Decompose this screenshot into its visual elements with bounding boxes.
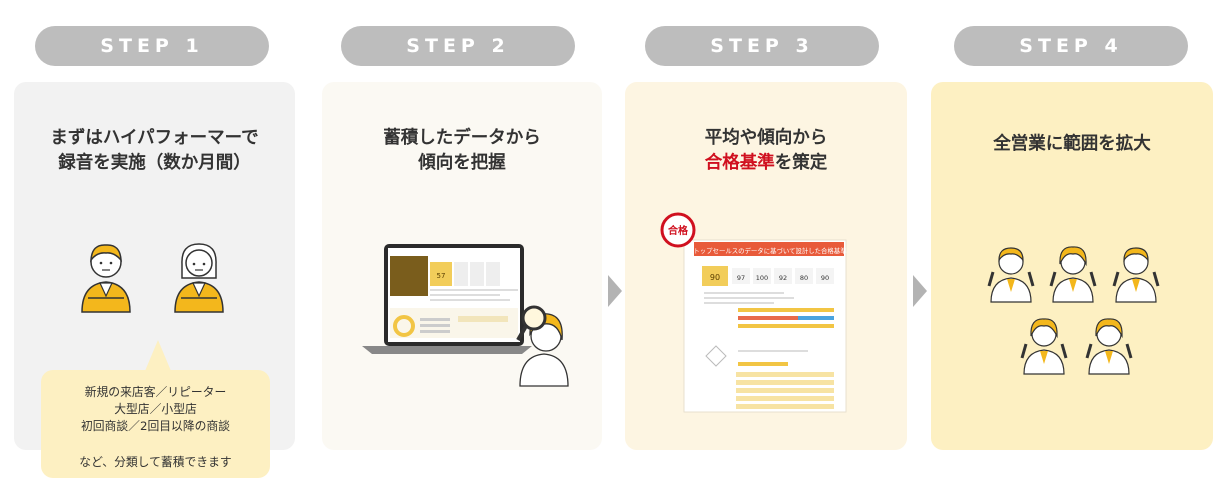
salesperson-female-icon <box>174 243 224 313</box>
arrow-step3-to-4-icon <box>913 275 927 307</box>
classification-bubble: 新規の来店客／リピーター 大型店／小型店 初回商談／2回目以降の商談 など、分類… <box>41 340 270 478</box>
salesperson-cheering-icon <box>1049 246 1097 303</box>
pass-stamp-icon: 合格 <box>667 224 689 237</box>
step1-title-line1: まずはハイパフォーマーで <box>50 128 259 148</box>
salesperson-cheering-icon <box>1085 318 1133 375</box>
step1-label: STEP 1 <box>35 26 269 66</box>
sheet-score-4: 92 <box>779 274 787 282</box>
step4-title-line1: 全営業に範囲を拡大 <box>993 134 1151 154</box>
analyst-with-magnifier-icon <box>516 305 569 387</box>
step2-title-line2: 傾向を把握 <box>418 153 506 173</box>
step1-title-line2: 録音を実施（数か月間） <box>58 153 251 173</box>
dashboard-score: 57 <box>437 272 446 280</box>
arrow-step2-to-3-icon <box>608 275 622 307</box>
sheet-header: トップセールスのデータに基づいて設計した合格基準 <box>693 246 847 255</box>
sheet-score-1: 90 <box>710 273 720 282</box>
sheet-score-2: 97 <box>737 274 745 282</box>
step3-title-line2: 合格基準を策定 <box>625 151 907 176</box>
sheet-score-6: 90 <box>821 274 829 282</box>
salesperson-cheering-icon <box>987 247 1035 303</box>
pass-criteria-highlight: 合格基準 <box>704 153 775 173</box>
step4-label: STEP 4 <box>954 26 1188 66</box>
bubble-line2: 大型店／小型店 <box>114 402 197 416</box>
salesperson-cheering-icon <box>1020 318 1068 375</box>
laptop-dashboard-illustration: 57 <box>362 244 532 354</box>
bubble-tail <box>145 340 171 371</box>
step4-title: 全営業に範囲を拡大 <box>931 132 1213 157</box>
step4-card: 全営業に範囲を拡大 <box>931 82 1213 450</box>
bubble-note: など、分類して蓄積できます <box>79 455 232 469</box>
step1-title: まずはハイパフォーマーで 録音を実施（数か月間） <box>14 126 295 176</box>
step2-title: 蓄積したデータから 傾向を把握 <box>322 126 602 176</box>
step3-title-line1: 平均や傾向から <box>704 128 828 148</box>
score-tiles: 90 97 100 92 80 90 <box>702 266 834 286</box>
sheet-score-3: 100 <box>756 274 768 282</box>
sheet-score-5: 80 <box>800 274 808 282</box>
salesperson-cheering-icon <box>1112 247 1160 303</box>
bubble-line3: 初回商談／2回目以降の商談 <box>80 419 231 433</box>
pass-criteria-sheet-illustration: トップセールスのデータに基づいて設計した合格基準 90 97 100 92 80… <box>660 212 847 413</box>
step3-label: STEP 3 <box>645 26 879 66</box>
step3-title-line2-rest: を策定 <box>774 153 828 173</box>
step2-title-line1: 蓄積したデータから <box>383 128 541 148</box>
bubble-line1: 新規の来店客／リピーター <box>84 385 227 399</box>
step3-title: 平均や傾向から 合格基準を策定 <box>625 126 907 176</box>
step2-label: STEP 2 <box>341 26 575 66</box>
salesperson-male-icon <box>81 244 131 313</box>
